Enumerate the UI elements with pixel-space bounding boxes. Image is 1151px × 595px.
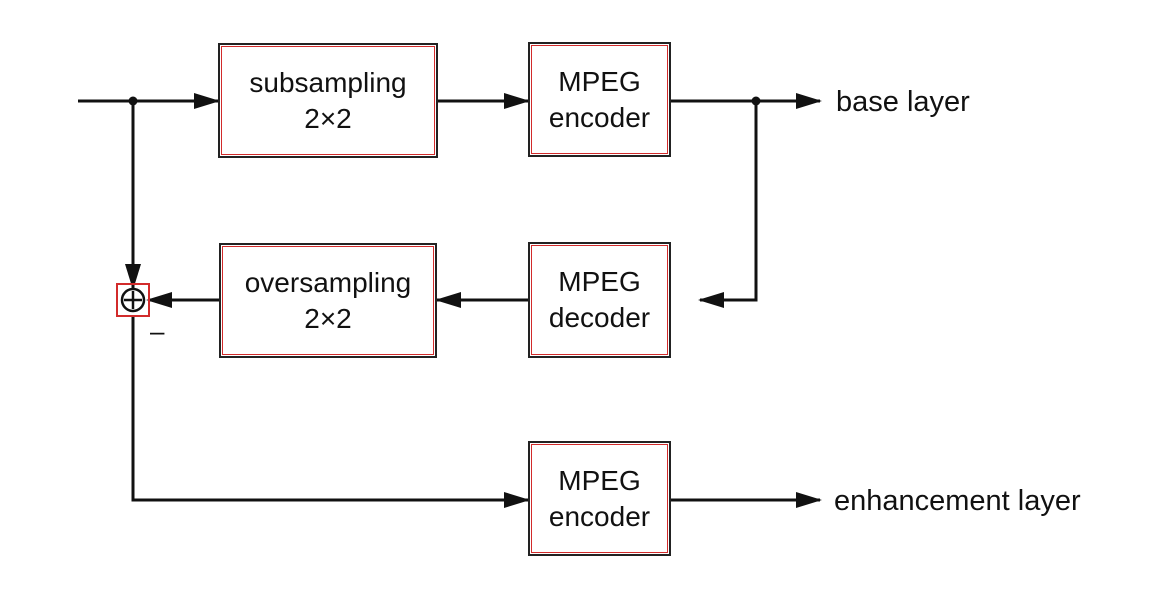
mpeg-encoder-base-line2: encoder [548,101,651,133]
sum-to-enhancement-encoder-line [131,315,530,508]
mpeg-encoder-base-block: MPEG encoder [528,42,671,157]
mpeg-decoder-line2: decoder [548,302,651,333]
mpeg-encoder-enhancement-line2: encoder [548,500,651,532]
summing-junction-highlight [116,283,150,317]
oversampling-block: oversampling 2×2 [219,243,437,358]
base-layer-label: base layer [836,86,970,118]
subsampling-block: subsampling 2×2 [218,43,438,158]
enhancement-layer-label: enhancement layer [834,485,1081,517]
mpeg-encoder-base-line1: MPEG [558,65,641,97]
oversampling-factor: 2×2 [304,302,352,334]
mpeg-decoder-line1: MPEG [558,266,641,297]
minus-sign: – [150,316,165,346]
subsampling-factor: 2×2 [304,102,352,134]
mpeg-encoder-enhancement-block: MPEG encoder [528,441,671,556]
mpeg-decoder-block: MPEG decoder [528,242,671,358]
subsampling-label: subsampling [249,66,407,98]
base-to-decoder-line [698,101,758,308]
mpeg-encoder-enhancement-line1: MPEG [558,464,641,496]
oversampling-label: oversampling [244,266,412,298]
